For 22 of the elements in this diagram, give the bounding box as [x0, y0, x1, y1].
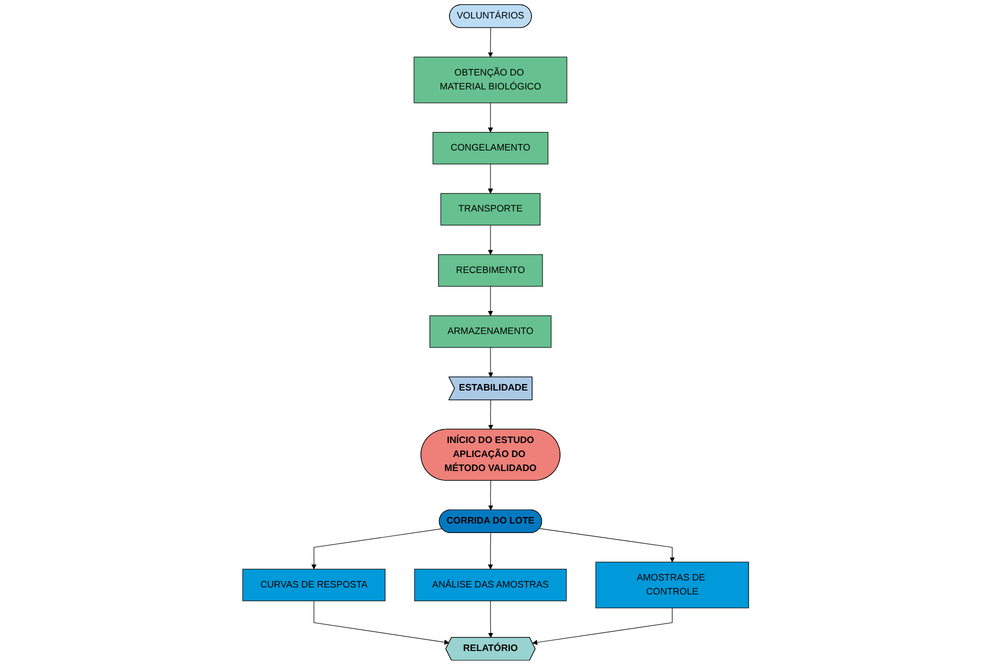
- node-box: CONGELAMENTO: [432, 132, 548, 164]
- arrow: [539, 528, 675, 562]
- node-box: RECEBIMENTO: [438, 254, 543, 287]
- arrow: [488, 224, 493, 255]
- node-box: TRANSPORTE: [440, 193, 540, 226]
- arrow: [488, 102, 493, 133]
- node-box: OBTENÇÃO DO MATERIAL BIOLÓGICO: [414, 56, 568, 104]
- arrow: [488, 600, 494, 638]
- arrow: [488, 28, 493, 58]
- arrow: [532, 608, 672, 645]
- arrow: [488, 164, 493, 194]
- node-box: AMOSTRAS DE CONTROLE: [595, 562, 749, 608]
- arrow: [488, 286, 493, 316]
- arrow: [488, 347, 494, 378]
- arrow: [488, 532, 493, 570]
- node-box: ANÁLISE DAS AMOSTRAS: [414, 568, 566, 602]
- node-box: CURVAS DE RESPOSTA: [242, 568, 386, 602]
- arrow: [488, 480, 494, 510]
- arrow: [311, 528, 442, 570]
- node-box: ARMAZENAMENTO: [429, 315, 552, 348]
- arrow: [313, 600, 450, 645]
- arrow: [488, 400, 494, 430]
